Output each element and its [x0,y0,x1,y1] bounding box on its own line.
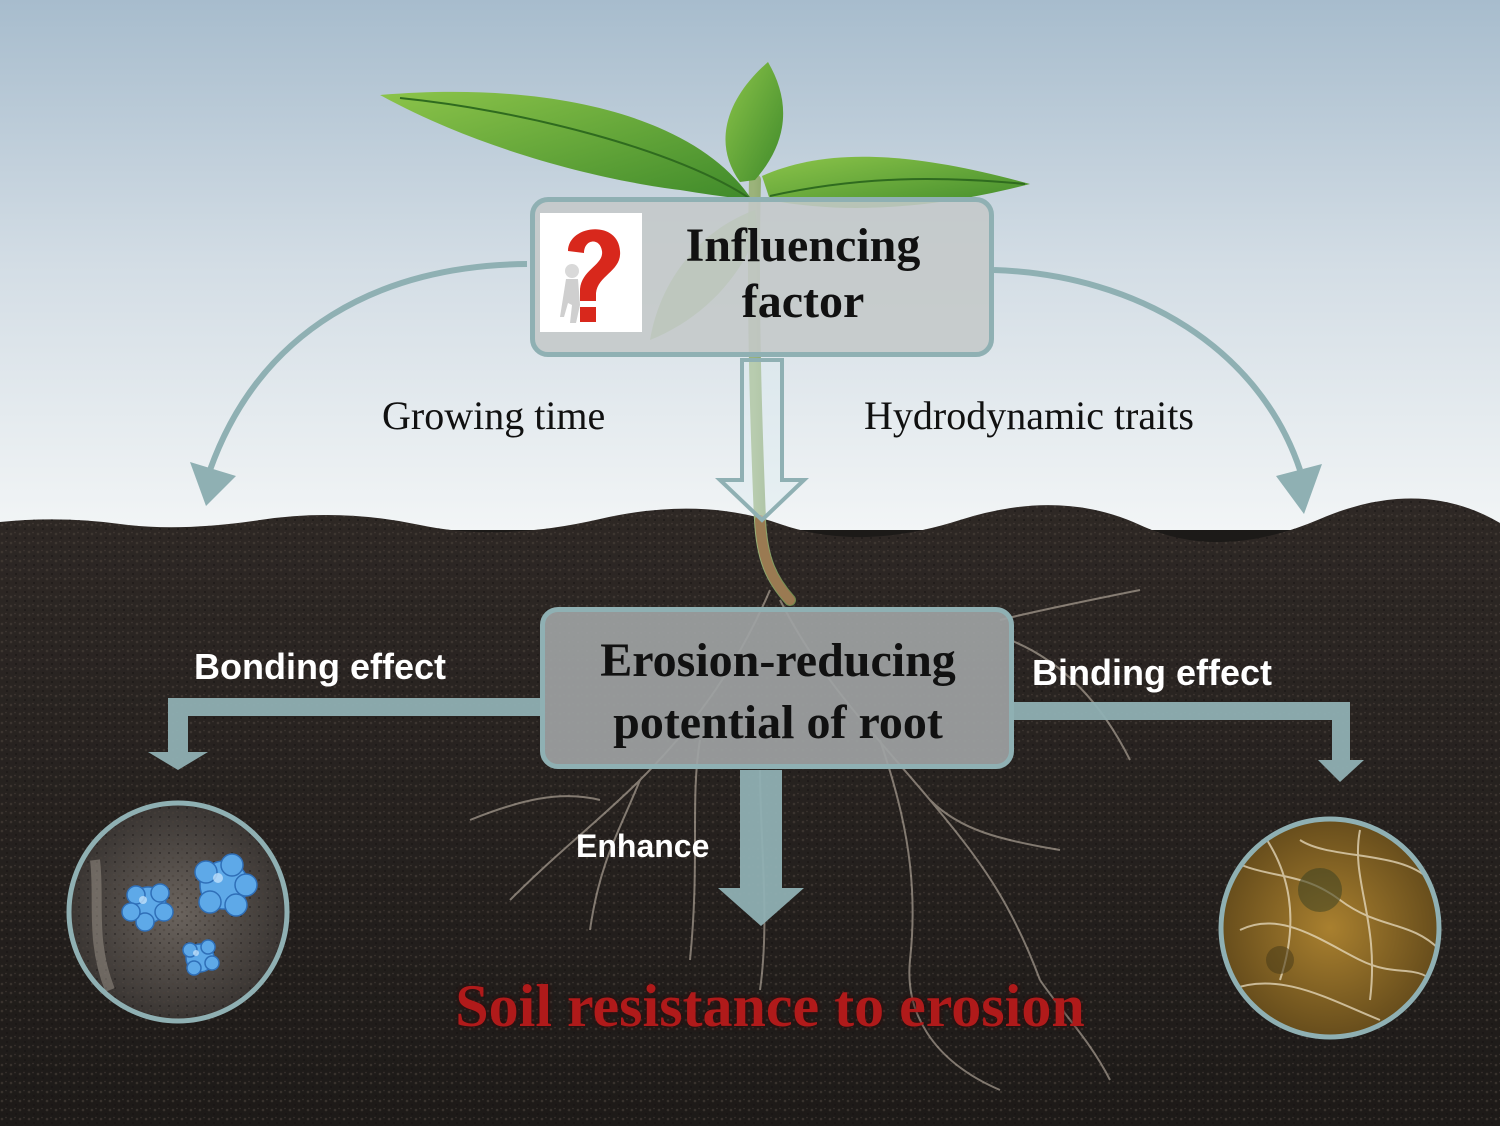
conclusion-text: Soil resistance to erosion [455,973,1085,1039]
arrowhead-left [190,462,236,506]
arrow-factor-to-root [715,358,809,523]
label-bonding-effect: Bonding effect [194,646,446,687]
arrow-enhance [718,770,804,926]
arrow-hydrodynamic-traits [993,267,1303,471]
label-binding-effect: Binding effect [1032,652,1272,693]
title-line-2: factor [741,275,865,328]
root-line-2: potential of root [613,696,943,749]
arrowhead-right [1276,464,1322,514]
soil-aggregates-inset [66,800,290,1024]
arrow-bonding-effect [148,698,540,770]
root-binding-inset [1218,816,1442,1040]
label-growing-time: Growing time [382,393,606,438]
label-hydrodynamic-traits: Hydrodynamic traits [864,393,1194,438]
arrow-binding-effect [1014,702,1364,782]
title-line-1: Influencing [685,219,921,272]
arrow-growing-time [207,261,528,472]
influencing-factor-title: Influencing factor [648,218,958,330]
root-system [469,589,1141,1091]
question-mark-figure-icon [540,213,642,332]
label-enhance: Enhance [576,828,710,864]
root-potential-title: Erosion-reducing potential of root [556,630,1000,754]
root-line-1: Erosion-reducing [600,634,956,687]
erosion-reducing-potential-box [540,607,1014,769]
